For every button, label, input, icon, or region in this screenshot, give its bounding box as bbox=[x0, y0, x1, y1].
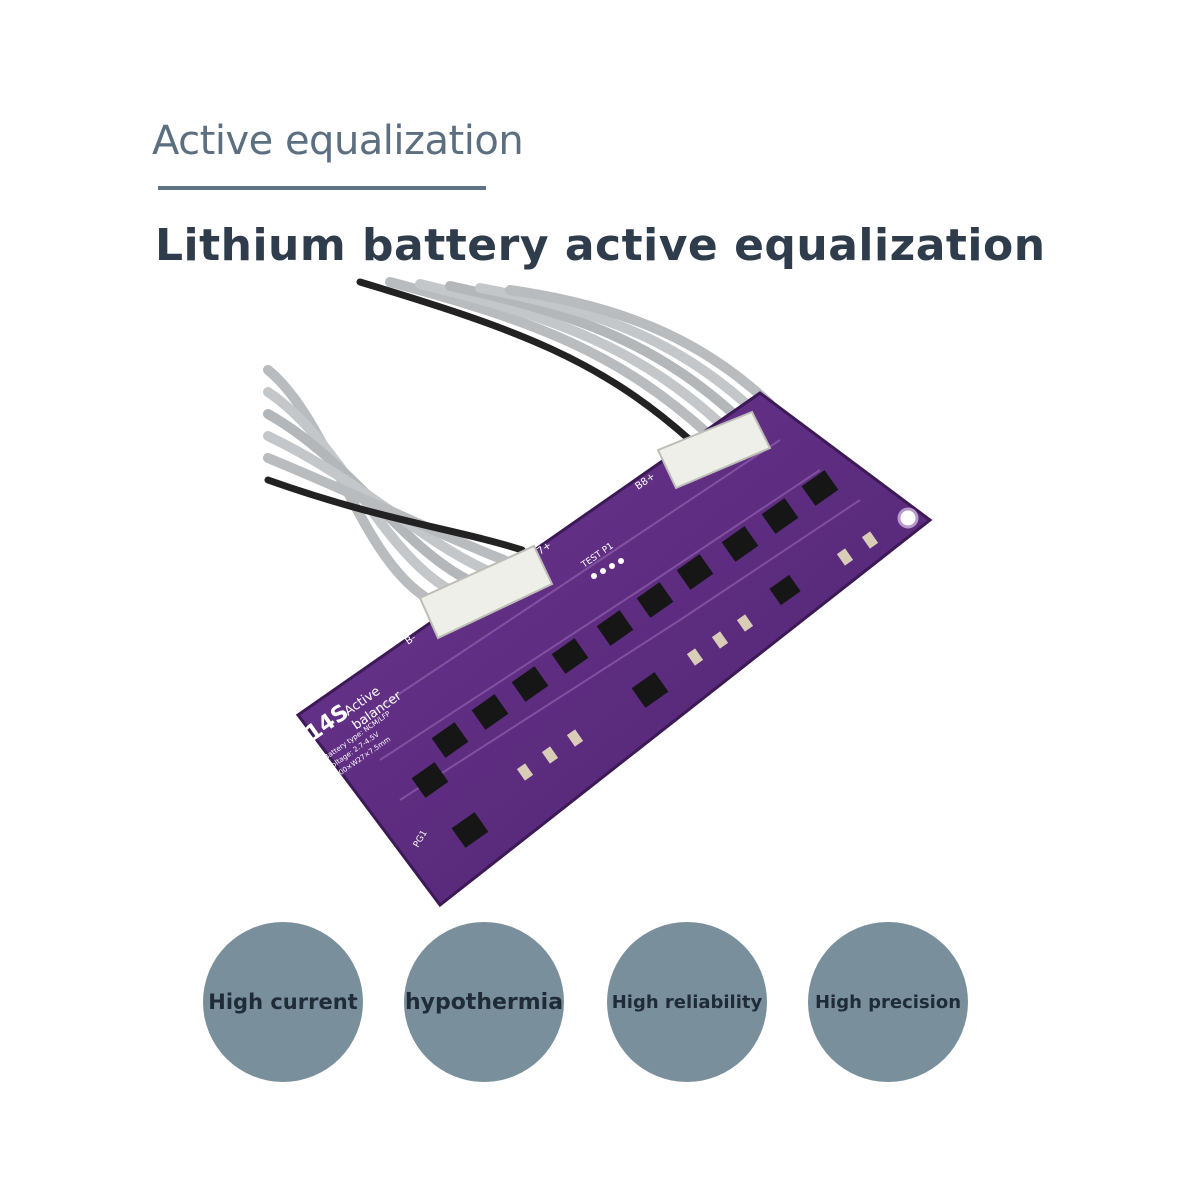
subtitle-underline bbox=[158, 186, 486, 190]
feature-label: High precision bbox=[814, 991, 962, 1013]
feature-badge-high-precision: High precision bbox=[808, 922, 968, 1082]
feature-label: High reliability bbox=[611, 991, 763, 1013]
test-pads bbox=[591, 558, 624, 579]
product-photo: 14S Active balancer Battery type: NCM/LF… bbox=[263, 277, 933, 908]
ic-chips bbox=[411, 470, 839, 848]
feature-badge-high-reliability: High reliability bbox=[607, 922, 767, 1082]
feature-label: hypothermia bbox=[404, 989, 564, 1015]
pcb-board: 14S Active balancer Battery type: NCM/LF… bbox=[295, 391, 933, 908]
feature-badge-high-current: High current bbox=[203, 922, 363, 1082]
mounting-hole bbox=[897, 507, 919, 529]
feature-label: High current bbox=[208, 990, 358, 1014]
connector-upper bbox=[656, 410, 772, 490]
page-subtitle: Active equalization bbox=[152, 118, 524, 164]
connector-lower bbox=[418, 544, 554, 640]
cable-bundle-upper bbox=[356, 277, 775, 444]
page-title: Lithium battery active equalization bbox=[155, 220, 1046, 271]
cable-bundle-lower bbox=[263, 365, 526, 605]
passive-components bbox=[516, 531, 879, 781]
feature-badge-hypothermia: hypothermia bbox=[404, 922, 564, 1082]
